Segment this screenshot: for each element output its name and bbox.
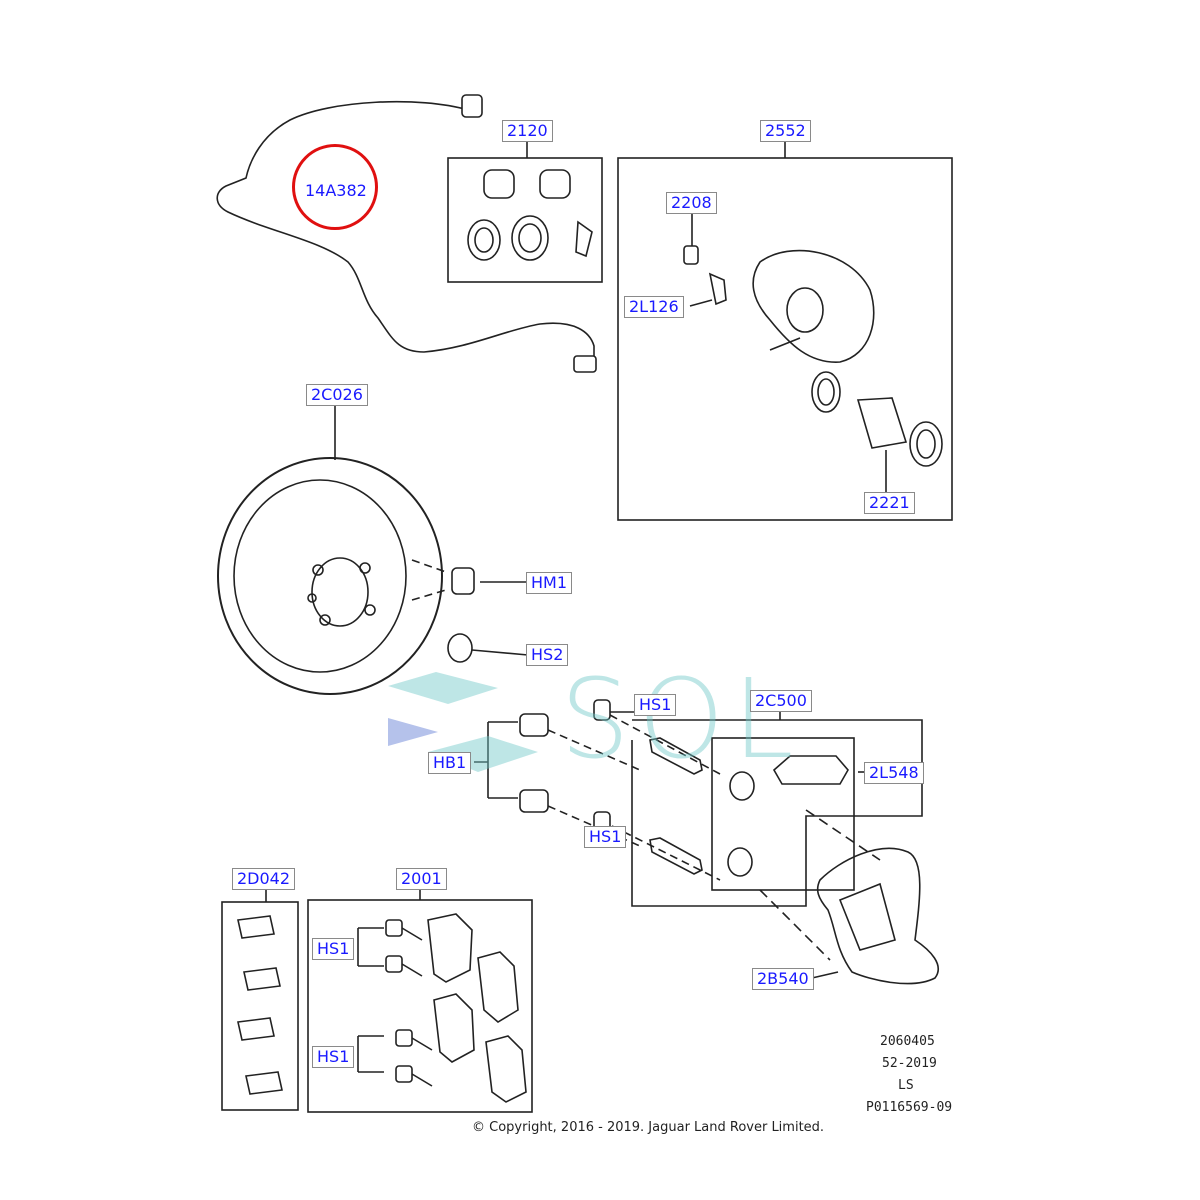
abs-sensor-cable bbox=[216, 100, 595, 356]
watermark-text: SOL bbox=[560, 655, 802, 783]
diagram-code-2: 52-2019 bbox=[882, 1056, 937, 1071]
part-label-2208[interactable]: 2208 bbox=[666, 192, 717, 214]
part-label-2c500[interactable]: 2C500 bbox=[750, 690, 812, 712]
part-label-2001[interactable]: 2001 bbox=[396, 868, 447, 890]
highlight-circle bbox=[292, 144, 378, 230]
part-label-hs1-left-a[interactable]: HS1 bbox=[312, 938, 355, 960]
part-label-14a382[interactable]: 14A382 bbox=[305, 181, 367, 200]
diagram-code-1: 2060405 bbox=[880, 1034, 935, 1049]
part-label-hs2[interactable]: HS2 bbox=[526, 644, 569, 666]
diagram-code-3: LS bbox=[898, 1078, 914, 1093]
part-label-2b540[interactable]: 2B540 bbox=[752, 968, 814, 990]
part-label-hm1[interactable]: HM1 bbox=[526, 572, 573, 594]
part-label-2552[interactable]: 2552 bbox=[760, 120, 811, 142]
part-label-2120[interactable]: 2120 bbox=[502, 120, 553, 142]
part-label-hb1[interactable]: HB1 bbox=[428, 752, 472, 774]
copyright-notice: © Copyright, 2016 - 2019. Jaguar Land Ro… bbox=[472, 1120, 825, 1135]
part-label-hs1-left-b[interactable]: HS1 bbox=[312, 1046, 355, 1068]
part-label-2l548[interactable]: 2L548 bbox=[864, 762, 924, 784]
part-label-2d042[interactable]: 2D042 bbox=[232, 868, 296, 890]
diagram-code-4: P0116569-09 bbox=[866, 1100, 953, 1115]
part-label-2l126[interactable]: 2L126 bbox=[624, 296, 684, 318]
part-label-hs1-top[interactable]: HS1 bbox=[634, 694, 677, 716]
part-label-2221[interactable]: 2221 bbox=[864, 492, 915, 514]
part-label-hs1-mid[interactable]: HS1 bbox=[584, 826, 627, 848]
part-label-2c026[interactable]: 2C026 bbox=[306, 384, 368, 406]
